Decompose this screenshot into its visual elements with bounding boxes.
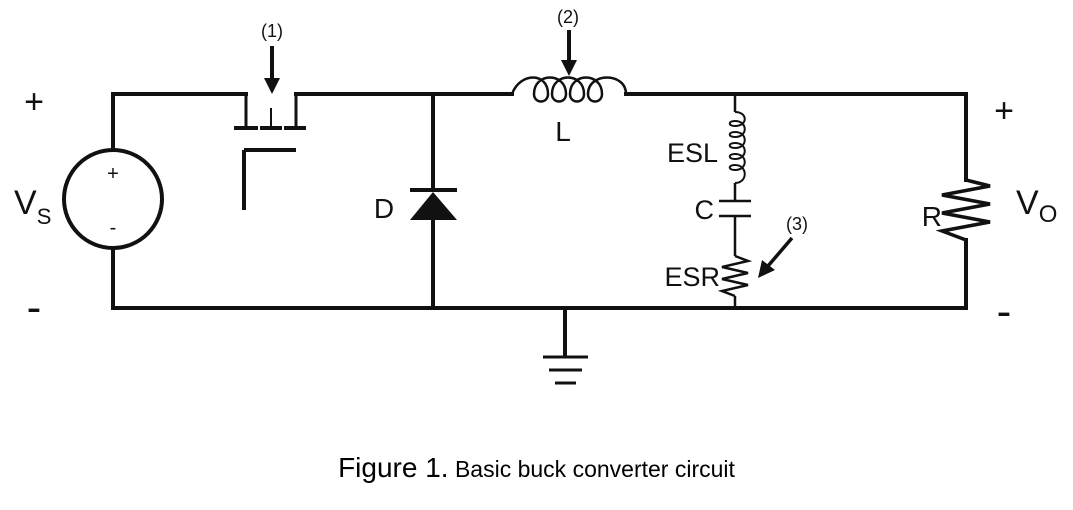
vo-sub: O	[1039, 201, 1058, 228]
vo-label: VO	[1016, 184, 1057, 228]
vs-sub: S	[37, 204, 52, 229]
output-plus-label: +	[994, 92, 1014, 130]
inductor	[510, 76, 628, 103]
diode	[410, 188, 457, 220]
voltage-source: + -	[62, 148, 164, 250]
source-plus-sign: +	[107, 163, 119, 185]
capacitor	[719, 199, 751, 218]
marker-arrows	[264, 30, 794, 278]
vo-main: V	[1016, 184, 1039, 222]
source-circle	[62, 148, 164, 250]
inductor-label: L	[555, 116, 571, 147]
ground-symbol	[543, 355, 588, 385]
labels: + - VS + - VO L D ESL C ESR R (1) (2) (3…	[14, 7, 1057, 336]
figure-caption: Figure 1. Basic buck converter circuit	[0, 452, 1073, 484]
esl-inductor	[728, 111, 746, 184]
vs-main: V	[14, 184, 37, 222]
input-minus-label: -	[27, 283, 42, 332]
esl-coil	[728, 111, 746, 184]
capacitor-label: C	[695, 195, 715, 225]
output-minus-label: -	[997, 287, 1012, 336]
esr-label: ESR	[664, 262, 720, 292]
input-plus-label: +	[24, 83, 44, 121]
mosfet-switch	[234, 94, 306, 210]
arrow-3-head	[758, 260, 775, 278]
esl-label: ESL	[667, 138, 718, 168]
resistor-label: R	[922, 201, 942, 232]
arrow-1-head	[264, 78, 280, 94]
marker-2-label: (2)	[557, 7, 579, 27]
load-resistor	[935, 178, 991, 242]
arrow-2-head	[561, 60, 577, 76]
vs-label: VS	[14, 184, 51, 229]
marker-1-label: (1)	[261, 21, 283, 41]
diode-triangle	[410, 192, 457, 220]
source-minus-sign: -	[110, 217, 117, 239]
wires	[111, 92, 968, 357]
diode-label: D	[374, 193, 394, 224]
inductor-coil	[510, 76, 628, 103]
esr-zigzag	[717, 254, 753, 298]
caption-text: Basic buck converter circuit	[448, 456, 735, 482]
marker-3-label: (3)	[786, 214, 808, 234]
esr-resistor	[717, 254, 753, 298]
arrow-3-shaft	[766, 236, 794, 268]
caption-number: Figure 1.	[338, 452, 449, 483]
load-zigzag	[935, 178, 991, 242]
